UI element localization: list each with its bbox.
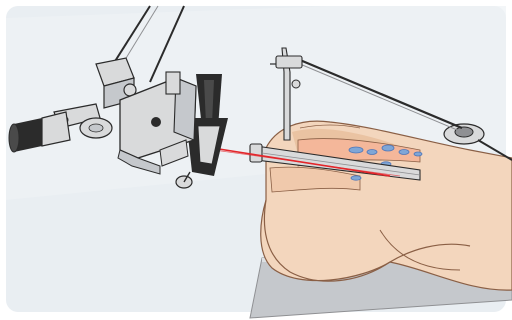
laser-surgery-diagram [0, 0, 512, 320]
illustration-frame [0, 0, 512, 320]
